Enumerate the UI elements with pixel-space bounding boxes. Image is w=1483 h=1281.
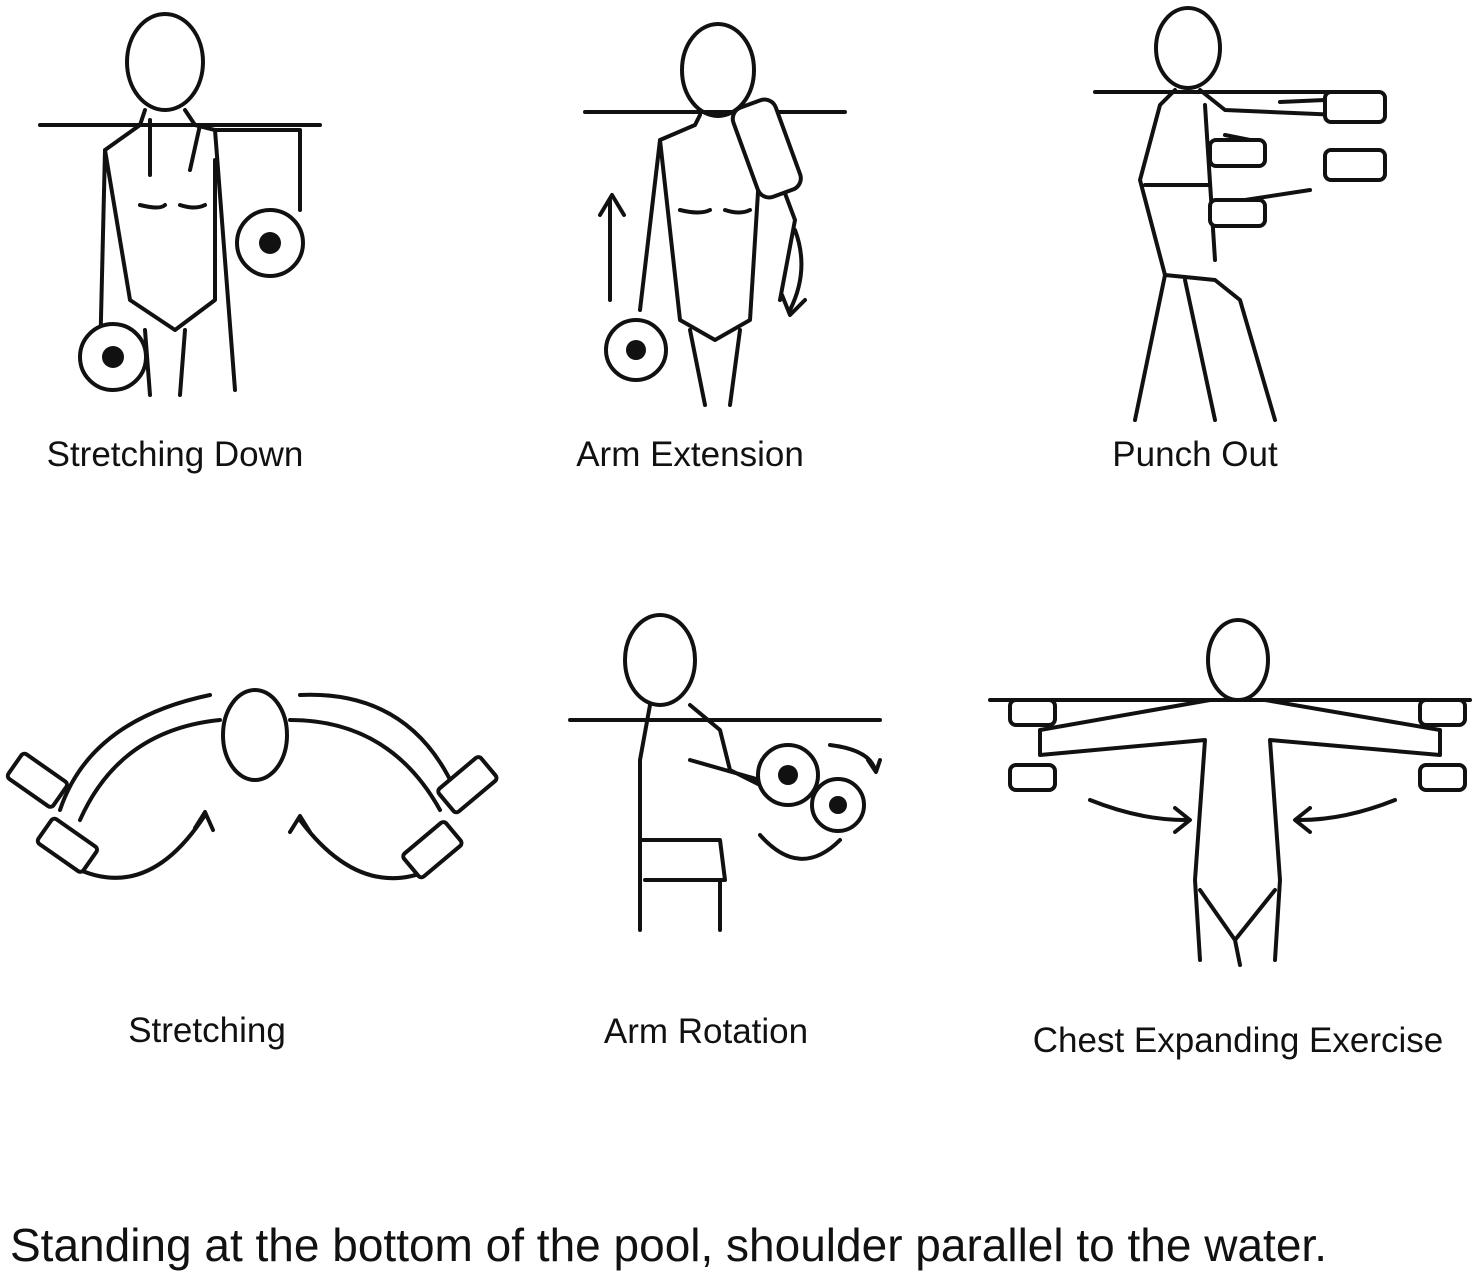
figure-stretching — [5, 688, 499, 881]
figure-stretching-down — [38, 12, 322, 397]
figure-punch-out — [1093, 6, 1387, 422]
exercise-label-stretching: Stretching — [128, 1011, 286, 1050]
exercise-label-arm-extension: Arm Extension — [576, 435, 804, 474]
exercise-label-punch-out: Punch Out — [1112, 435, 1278, 474]
exercise-label-chest-expanding: Chest Expanding Exercise — [1032, 1021, 1444, 1060]
exercise-label-arm-rotation: Arm Rotation — [603, 1012, 809, 1051]
instruction-caption: Standing at the bottom of the pool, shou… — [10, 1219, 1327, 1271]
figure-chest-expanding — [988, 618, 1472, 967]
figure-arm-rotation — [568, 613, 882, 932]
exercise-label-stretching-down: Stretching Down — [46, 435, 304, 474]
figure-arm-extension — [583, 22, 847, 407]
